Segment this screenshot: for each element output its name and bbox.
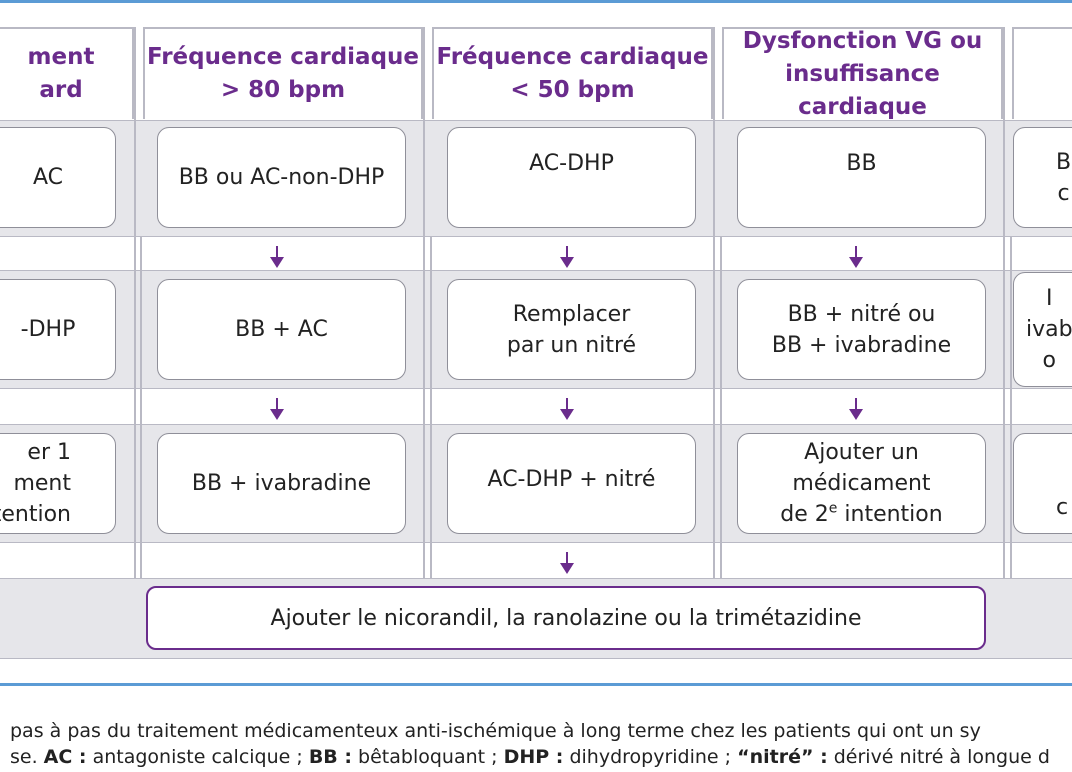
node-final: Ajouter le nicorandil, la ranolazine ou … <box>146 586 986 650</box>
column-separator <box>423 27 425 578</box>
caption-term-ac: AC : <box>43 746 87 768</box>
column-separator <box>430 236 432 578</box>
node-row1-col1: AC <box>0 127 116 228</box>
arrow-down-icon <box>849 246 863 268</box>
node-row2-col3: Remplacer par un nitré <box>447 279 696 380</box>
node-row1-col2: BB ou AC-non-DHP <box>157 127 406 228</box>
column-header-3: Fréquence cardiaque < 50 bpm <box>432 27 713 119</box>
node-row2-col2: BB + AC <box>157 279 406 380</box>
caption-term-nitre: “nitré” : <box>737 746 828 768</box>
band-divider <box>0 578 1072 579</box>
column-separator <box>1003 27 1005 578</box>
column-separator <box>134 27 136 578</box>
bottom-rule <box>0 683 1072 686</box>
arrow-down-icon <box>270 398 284 420</box>
column-header-4-text: Dysfonction VG ou insuffisance cardiaque <box>742 27 983 120</box>
column-header-3-text: Fréquence cardiaque < 50 bpm <box>436 44 709 103</box>
node-row1-col4: BB <box>737 127 986 228</box>
band-divider <box>0 388 1072 389</box>
column-separator <box>713 27 715 578</box>
band-divider <box>0 542 1072 543</box>
node-row2-col5: I ivab o <box>1013 272 1072 387</box>
band-divider <box>0 270 1072 271</box>
column-separator <box>140 236 142 578</box>
column-separator <box>720 236 722 578</box>
band-divider <box>0 424 1072 425</box>
arrow-down-icon <box>849 398 863 420</box>
band-divider <box>0 658 1072 659</box>
node-row1-col3: AC-DHP <box>447 127 696 228</box>
caption-line-1: pas à pas du traitement médicamenteux an… <box>10 720 981 742</box>
node-row3-col5: c <box>1013 433 1072 534</box>
column-header-5 <box>1012 27 1072 119</box>
arrow-down-icon <box>560 398 574 420</box>
node-row1-col5: B c <box>1013 127 1072 228</box>
band-divider <box>0 120 1072 121</box>
node-row3-col4: Ajouter un médicament de 2e intention <box>737 433 986 534</box>
column-header-1-text: ment ard <box>27 44 95 103</box>
node-row2-col1: -DHP <box>0 279 116 380</box>
caption-term-dhp: DHP : <box>503 746 564 768</box>
top-rule <box>0 0 1072 3</box>
node-row3-col4-text: Ajouter un médicament de 2e intention <box>780 440 943 527</box>
node-row3-col2: BB + ivabradine <box>157 433 406 534</box>
caption-line-2: se. AC : antagoniste calcique ; BB : bêt… <box>10 746 1050 768</box>
arrow-down-icon <box>270 246 284 268</box>
column-separator <box>1010 236 1012 578</box>
band-divider <box>0 236 1072 237</box>
column-header-2-text: Fréquence cardiaque > 80 bpm <box>146 44 420 103</box>
arrow-down-icon <box>560 246 574 268</box>
column-header-4: Dysfonction VG ou insuffisance cardiaque <box>722 27 1003 120</box>
caption-term-bb: BB : <box>308 746 353 768</box>
node-row3-col3: AC-DHP + nitré <box>447 433 696 534</box>
column-header-2: Fréquence cardiaque > 80 bpm <box>143 27 423 119</box>
node-row3-col1: er 1 ment ntention <box>0 433 116 534</box>
node-row2-col4: BB + nitré ou BB + ivabradine <box>737 279 986 380</box>
arrow-down-icon <box>560 552 574 574</box>
column-header-1: ment ard <box>0 27 134 119</box>
